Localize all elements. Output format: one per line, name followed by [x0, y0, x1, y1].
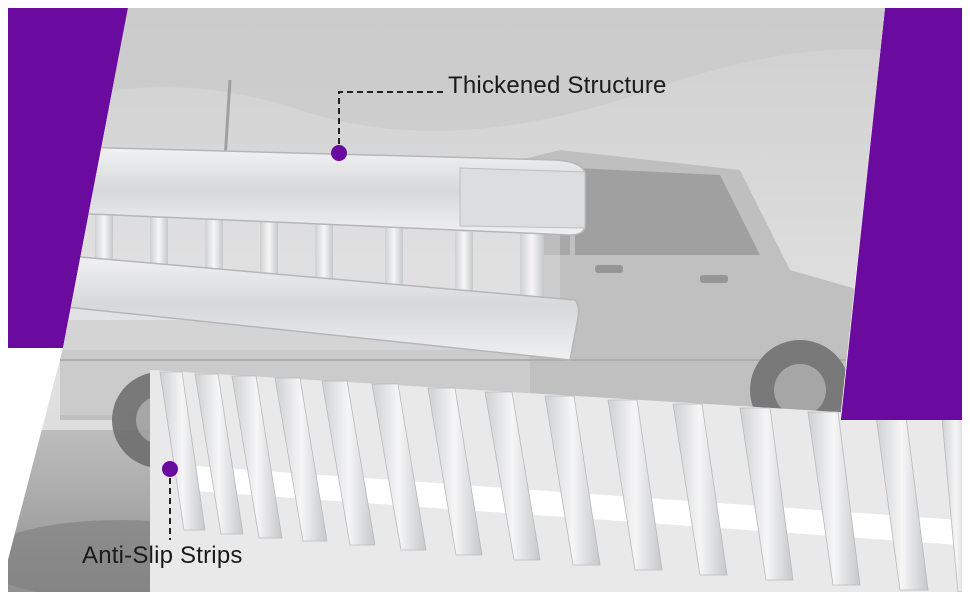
callout-anti-slip-strips: Anti-Slip Strips	[82, 542, 243, 569]
callout-bottom-connector	[162, 461, 178, 540]
left-purple-accent	[8, 8, 128, 348]
ramp-bottom-section	[150, 370, 962, 592]
callout-top-connector	[331, 91, 443, 161]
callout-thickened-structure: Thickened Structure	[448, 72, 667, 99]
right-purple-accent	[840, 8, 962, 428]
ramp-top-rail	[8, 144, 586, 361]
